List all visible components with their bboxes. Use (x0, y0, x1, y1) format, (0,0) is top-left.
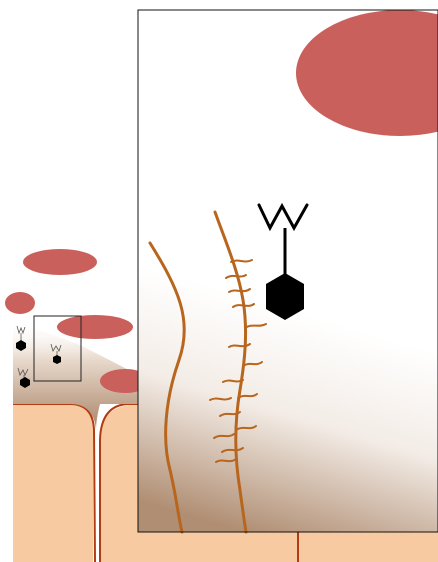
droplet-small-3 (57, 315, 133, 339)
droplet-small-1 (23, 249, 97, 275)
zoom-inset-panel (138, 10, 438, 532)
epithelial-cell-lower (138, 532, 438, 562)
droplet-small-2 (5, 292, 35, 314)
inset-mucus-layer (138, 220, 438, 532)
epithelial-cell-left (13, 400, 93, 562)
epithelial-cell-right (100, 405, 138, 562)
